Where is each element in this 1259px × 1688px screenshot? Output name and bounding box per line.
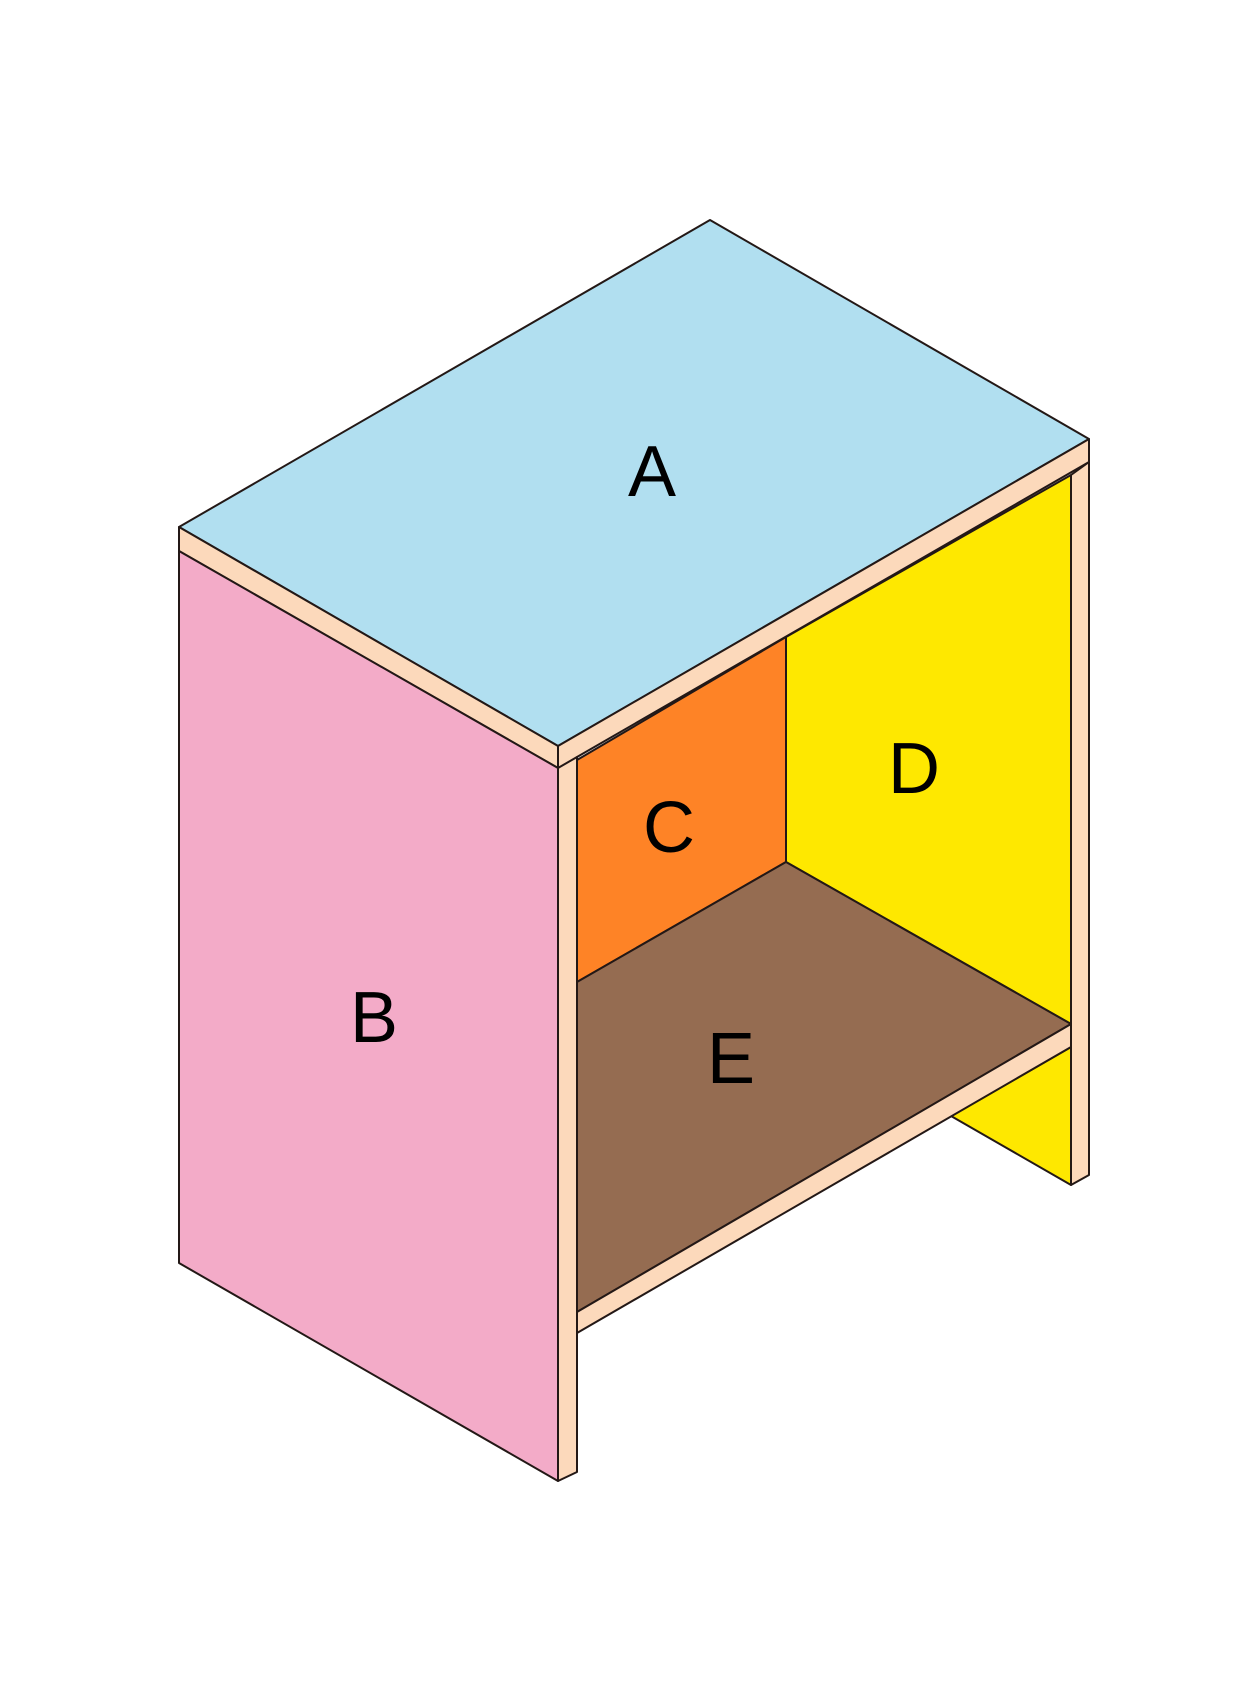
left-panel-edge	[557, 756, 578, 1482]
label-a: A	[628, 432, 676, 512]
label-d: D	[888, 729, 940, 809]
label-b: B	[350, 978, 398, 1058]
label-e: E	[707, 1019, 755, 1099]
label-c: C	[643, 788, 695, 868]
right-panel-edge	[1070, 461, 1090, 1186]
